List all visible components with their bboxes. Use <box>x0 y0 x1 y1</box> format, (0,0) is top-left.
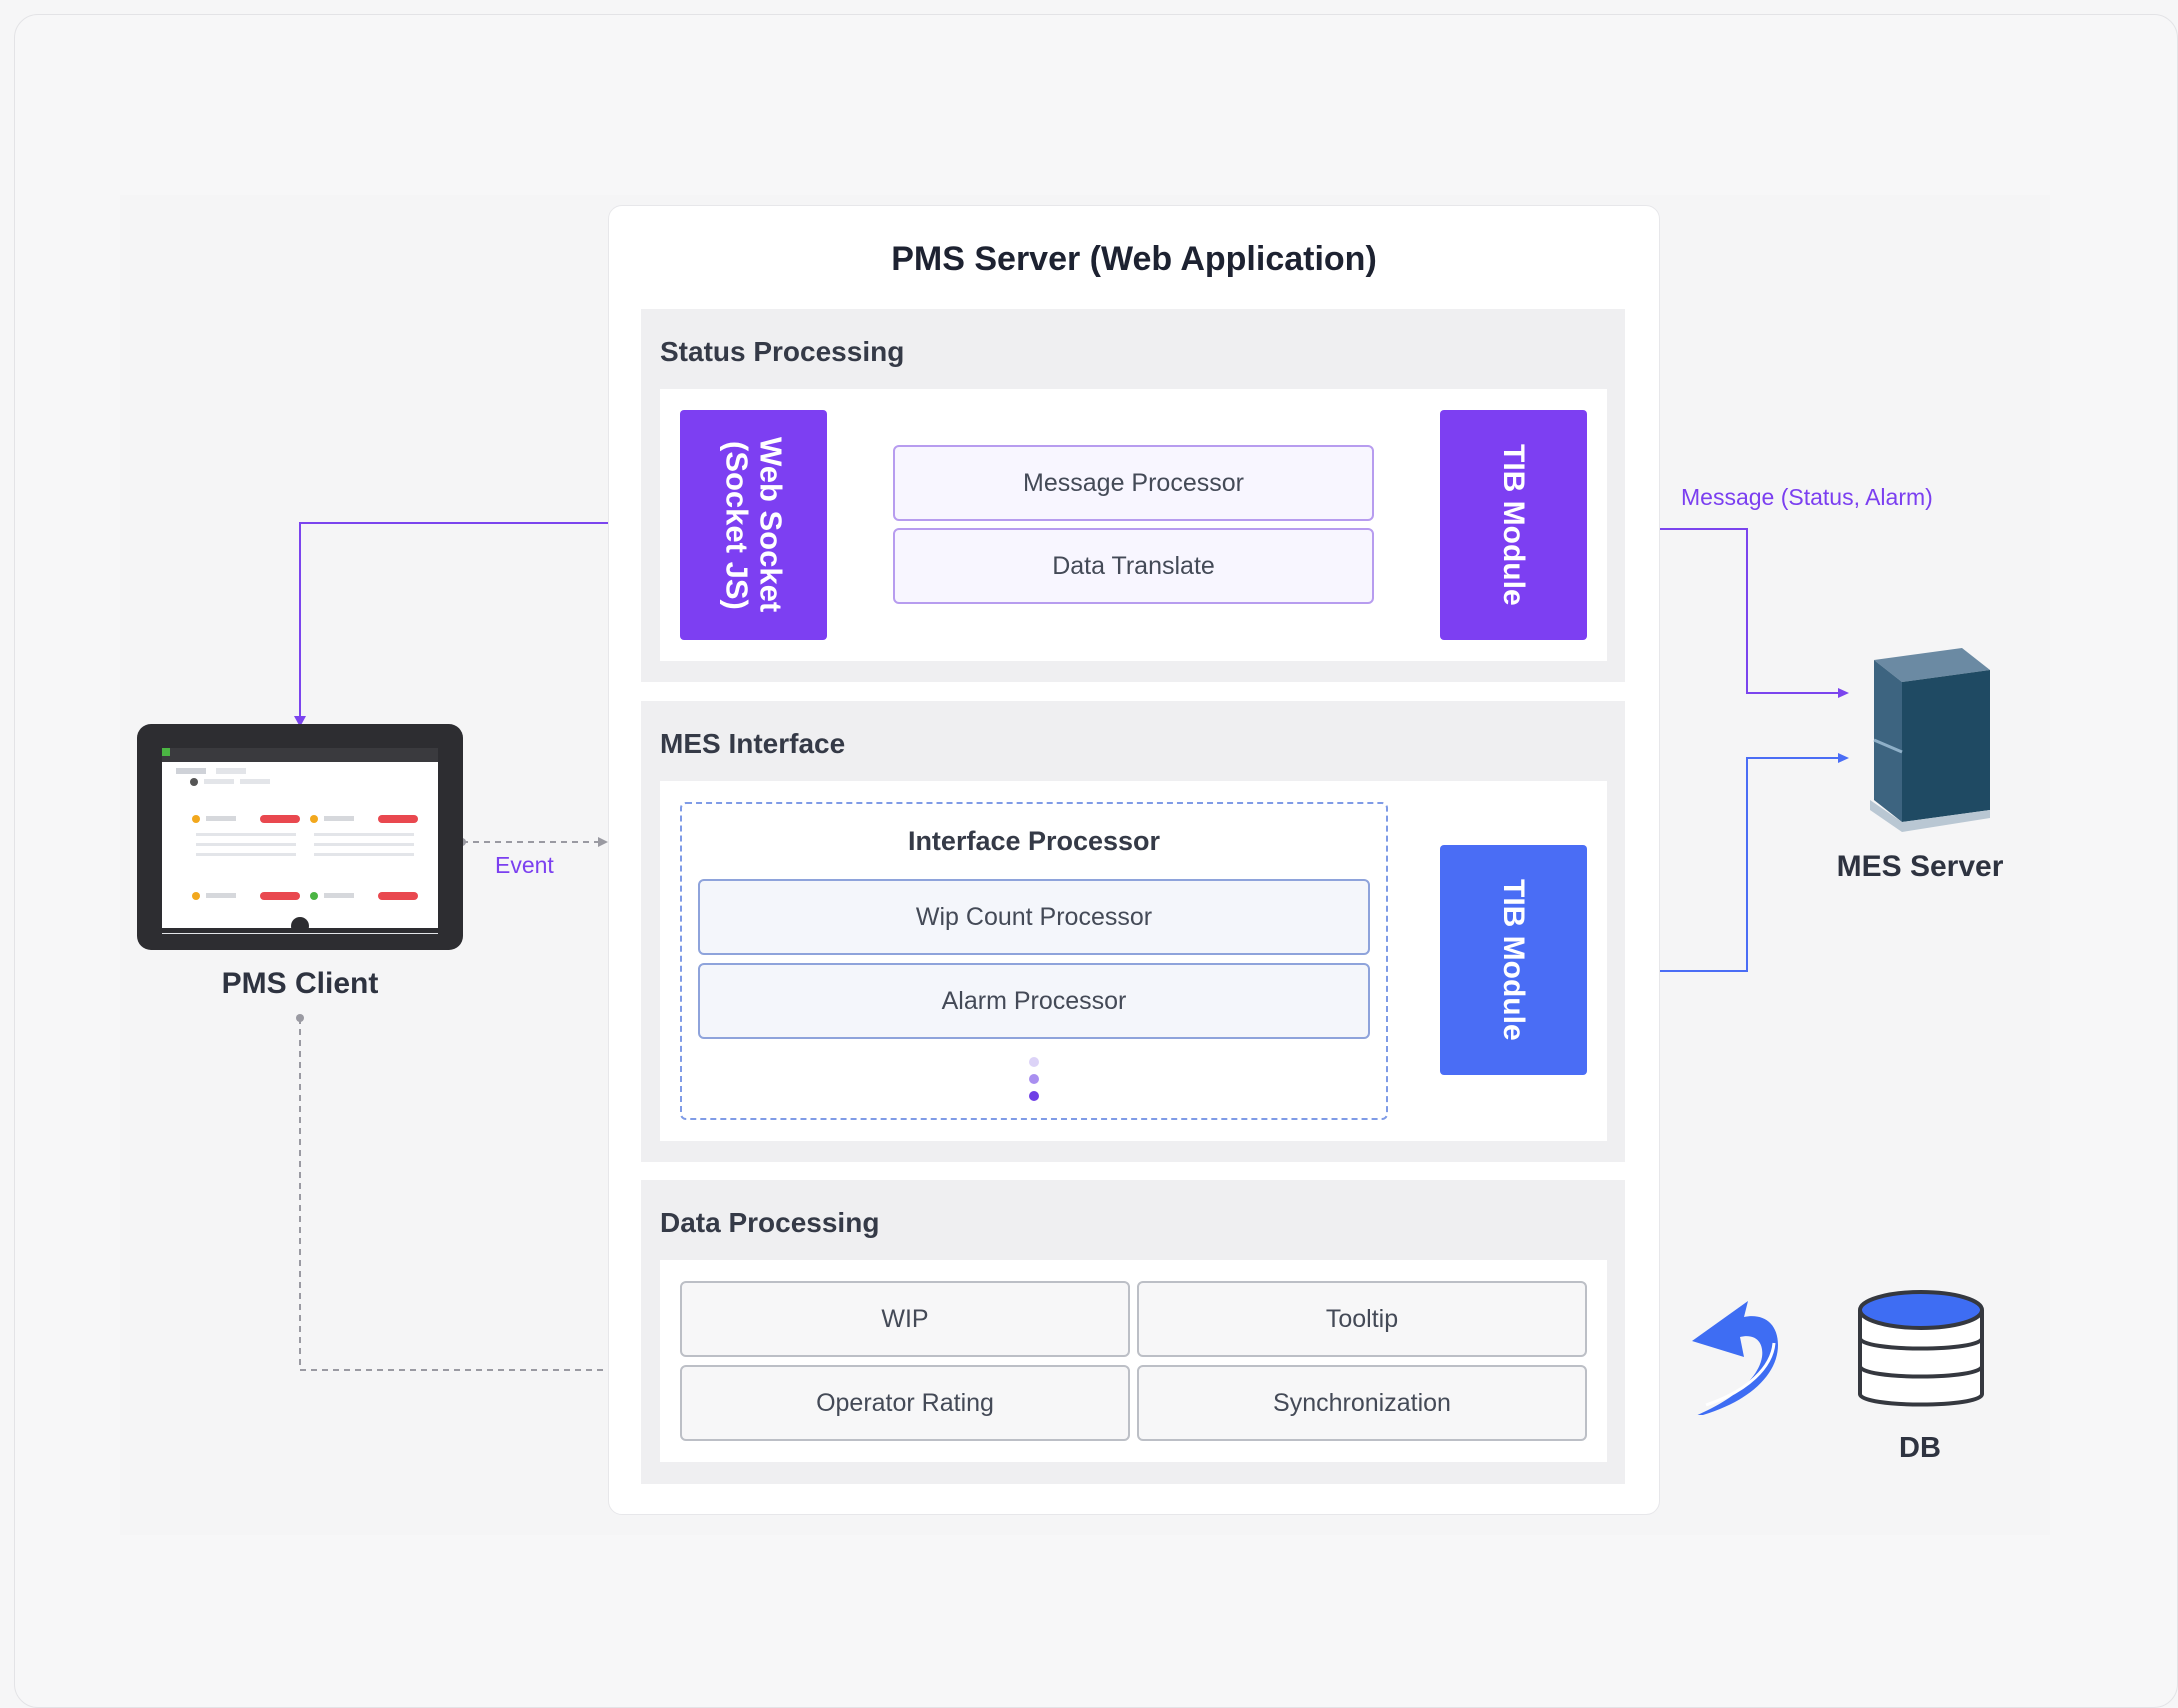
event-arrowhead <box>598 837 608 847</box>
db-label: DB <box>1899 1432 1941 1464</box>
mes-tib-interface-link <box>1590 757 1840 972</box>
web-socket-box: Web Socket (Socket JS) <box>680 410 827 640</box>
web-socket-label: Web Socket <box>753 437 789 613</box>
message-processor-box: Message Processor <box>893 445 1374 521</box>
pms-server-title: PMS Server (Web Application) <box>891 240 1377 278</box>
socket-client-link <box>299 522 676 720</box>
mes-interface-title: MES Interface <box>660 728 846 759</box>
tib-module-interface-label: TIB Module <box>1497 879 1530 1041</box>
more-items-ellipsis <box>1029 1057 1039 1101</box>
tib-module-status-label: TIB Module <box>1497 444 1530 606</box>
sync-arrow-icon <box>1692 1301 1778 1415</box>
tablet-icon <box>137 724 463 950</box>
tooltip-box: Tooltip <box>1137 1281 1587 1357</box>
synchronization-box: Synchronization <box>1137 1365 1587 1441</box>
client-db-link <box>299 1018 635 1371</box>
server-tower-icon <box>1870 648 1990 832</box>
interface-processor-title: Interface Processor <box>907 826 1161 856</box>
socket-js-label: (Socket JS) <box>719 440 755 610</box>
client-arrowhead <box>294 716 306 727</box>
tib-mes-message-link <box>1590 528 1840 694</box>
mes-server-label: MES Server <box>1836 850 2004 883</box>
mes-message-arrowhead <box>1838 688 1849 698</box>
message-edge-label: Message (Status, Alarm) <box>1681 484 1933 510</box>
client-db-link-dot <box>296 1014 304 1022</box>
database-icon <box>1858 1290 1984 1407</box>
operator-rating-box: Operator Rating <box>680 1365 1130 1441</box>
data-translate-box: Data Translate <box>893 528 1374 604</box>
event-edge-label: Event <box>495 852 554 878</box>
wip-box: WIP <box>680 1281 1130 1357</box>
interface-processor-group <box>680 802 1388 1120</box>
status-processing-title: Status Processing <box>660 336 905 367</box>
wip-count-processor-box: Wip Count Processor <box>698 879 1370 955</box>
alarm-processor-box: Alarm Processor <box>698 963 1370 1039</box>
pms-client-label: PMS Client <box>221 967 379 1000</box>
tib-module-status-box: TIB Module <box>1440 410 1587 640</box>
mes-interface-arrowhead <box>1838 753 1849 763</box>
data-processing-title: Data Processing <box>660 1207 880 1238</box>
tib-module-interface-box: TIB Module <box>1440 845 1587 1075</box>
